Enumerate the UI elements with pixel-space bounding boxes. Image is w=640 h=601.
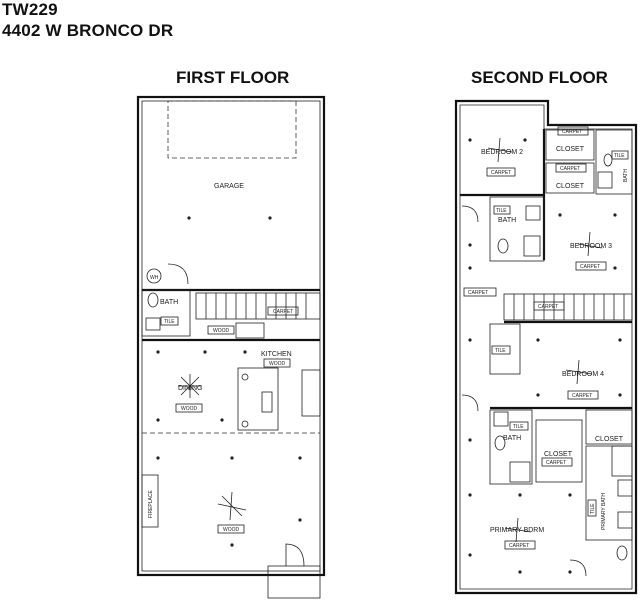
closet2-label: CLOSET xyxy=(556,183,585,190)
hall-carpet-label: CARPET xyxy=(468,290,488,296)
garage-label: GARAGE xyxy=(214,183,244,190)
dining-label: DINING xyxy=(178,385,203,392)
bath-3 xyxy=(489,409,533,485)
door-swing xyxy=(569,559,587,577)
hall-tile-label: TILE xyxy=(495,348,506,354)
ceiling-lights xyxy=(468,138,622,574)
garage-door-swing xyxy=(167,263,189,285)
toilet xyxy=(497,238,509,254)
first-floor-plan: GARAGE BATH TILE WOOD CARPET KITCHEN WOO… xyxy=(136,95,326,599)
second-floor-title: SECOND FLOOR xyxy=(471,68,608,87)
water-heater xyxy=(146,268,162,284)
primary-bath xyxy=(585,445,633,541)
toilet xyxy=(494,435,506,451)
primary-carpet-label: CARPET xyxy=(509,543,529,549)
bedroom4-label: BEDROOM 4 xyxy=(562,371,604,378)
bedroom4-fan-icon xyxy=(565,359,593,385)
toilet xyxy=(147,292,159,308)
bedroom2-fan-icon xyxy=(487,137,513,163)
address: 4402 W BRONCO DR xyxy=(2,21,174,40)
closet3-carpet-label: CARPET xyxy=(546,460,566,466)
shower xyxy=(509,461,531,483)
hall-closet xyxy=(489,323,521,375)
upper-bath xyxy=(595,129,633,195)
fireplace-label: FIREPLACE xyxy=(148,490,154,518)
dining-fan-icon xyxy=(178,374,202,398)
stairs-carpet-label: CARPET xyxy=(538,304,558,310)
hood-range xyxy=(235,322,265,339)
dining-wood-label: WOOD xyxy=(181,406,197,412)
water-heater-label: WH xyxy=(150,275,159,281)
kitchen-island xyxy=(237,367,279,431)
first-floor-bath xyxy=(141,289,191,337)
bath-2 xyxy=(489,196,545,262)
closet1-carpet-label: CARPET xyxy=(562,129,582,135)
closet2-carpet-label: CARPET xyxy=(560,166,580,172)
sink xyxy=(145,317,161,331)
upper-bath-tile-label: TILE xyxy=(614,153,625,159)
entry-door-swing xyxy=(285,543,305,567)
bedroom4-carpet-label: CARPET xyxy=(572,393,592,399)
bedroom3-carpet-label: CARPET xyxy=(580,264,600,270)
bedroom2-carpet-label: CARPET xyxy=(491,170,511,176)
living-fan-icon xyxy=(217,491,247,521)
primary-bath-label: PRIMARY BATH xyxy=(601,493,607,530)
shower xyxy=(523,235,541,257)
entry-porch xyxy=(267,565,321,599)
bedroom3-fan-icon xyxy=(577,231,603,257)
island-fixture xyxy=(241,373,249,381)
second-floor-plan: BEDROOM 2 CARPET CARPET CLOSET CARPET CL… xyxy=(454,99,638,595)
kitchen-label: KITCHEN xyxy=(261,351,292,358)
stairs-carpet-label: CARPET xyxy=(273,309,293,315)
upper-bath-label: BATH xyxy=(623,169,629,182)
first-floor-title: FIRST FLOOR xyxy=(176,68,290,87)
kitchen-sink xyxy=(261,391,273,413)
primary-bdrm-label: PRIMARY BDRM xyxy=(490,527,544,534)
hall-wood-label: WOOD xyxy=(213,328,229,334)
ceiling-lights xyxy=(156,216,302,547)
door-swing xyxy=(461,394,479,412)
bath3-tile-label: TILE xyxy=(513,424,524,430)
bath2-label: BATH xyxy=(498,217,516,224)
bedroom3-label: BEDROOM 3 xyxy=(570,243,612,250)
kitchen-counter xyxy=(301,369,321,417)
primary-bath-tile-label: TILE xyxy=(590,503,596,514)
garage-door-outline xyxy=(167,100,297,159)
sink xyxy=(493,411,509,427)
bedroom2-label: BEDROOM 2 xyxy=(481,149,523,156)
primary-fan-icon xyxy=(504,517,532,543)
plan-code: TW229 xyxy=(2,0,58,19)
closet3-label: CLOSET xyxy=(544,451,573,458)
bath3-label: BATH xyxy=(503,435,521,442)
fireplace xyxy=(141,474,159,528)
toilet xyxy=(603,153,613,167)
sink xyxy=(617,511,633,529)
first-floor-bath-label: BATH xyxy=(160,299,178,306)
second-floor-inner-outline xyxy=(459,104,633,590)
second-floor-stairs xyxy=(503,293,633,321)
island-fixture xyxy=(241,420,249,428)
closet-2 xyxy=(545,162,595,194)
closet-4 xyxy=(585,409,633,445)
closet1-label: CLOSET xyxy=(556,146,585,153)
shower xyxy=(611,445,633,477)
toilet xyxy=(616,545,628,561)
sink xyxy=(617,479,633,497)
first-floor-stairs xyxy=(195,292,321,320)
bath2-tile-label: TILE xyxy=(496,208,507,214)
sink xyxy=(525,205,541,221)
living-wood-label: WOOD xyxy=(223,527,239,533)
closet-1 xyxy=(545,129,595,161)
closet-3 xyxy=(535,419,583,483)
closet4-label: CLOSET xyxy=(595,436,624,443)
door-swing xyxy=(461,205,479,223)
first-floor-bath-tile-label: TILE xyxy=(164,319,175,325)
kitchen-wood-label: WOOD xyxy=(269,361,285,367)
second-floor-outline xyxy=(454,99,638,595)
first-floor-outline xyxy=(136,95,326,577)
sink xyxy=(597,171,613,189)
